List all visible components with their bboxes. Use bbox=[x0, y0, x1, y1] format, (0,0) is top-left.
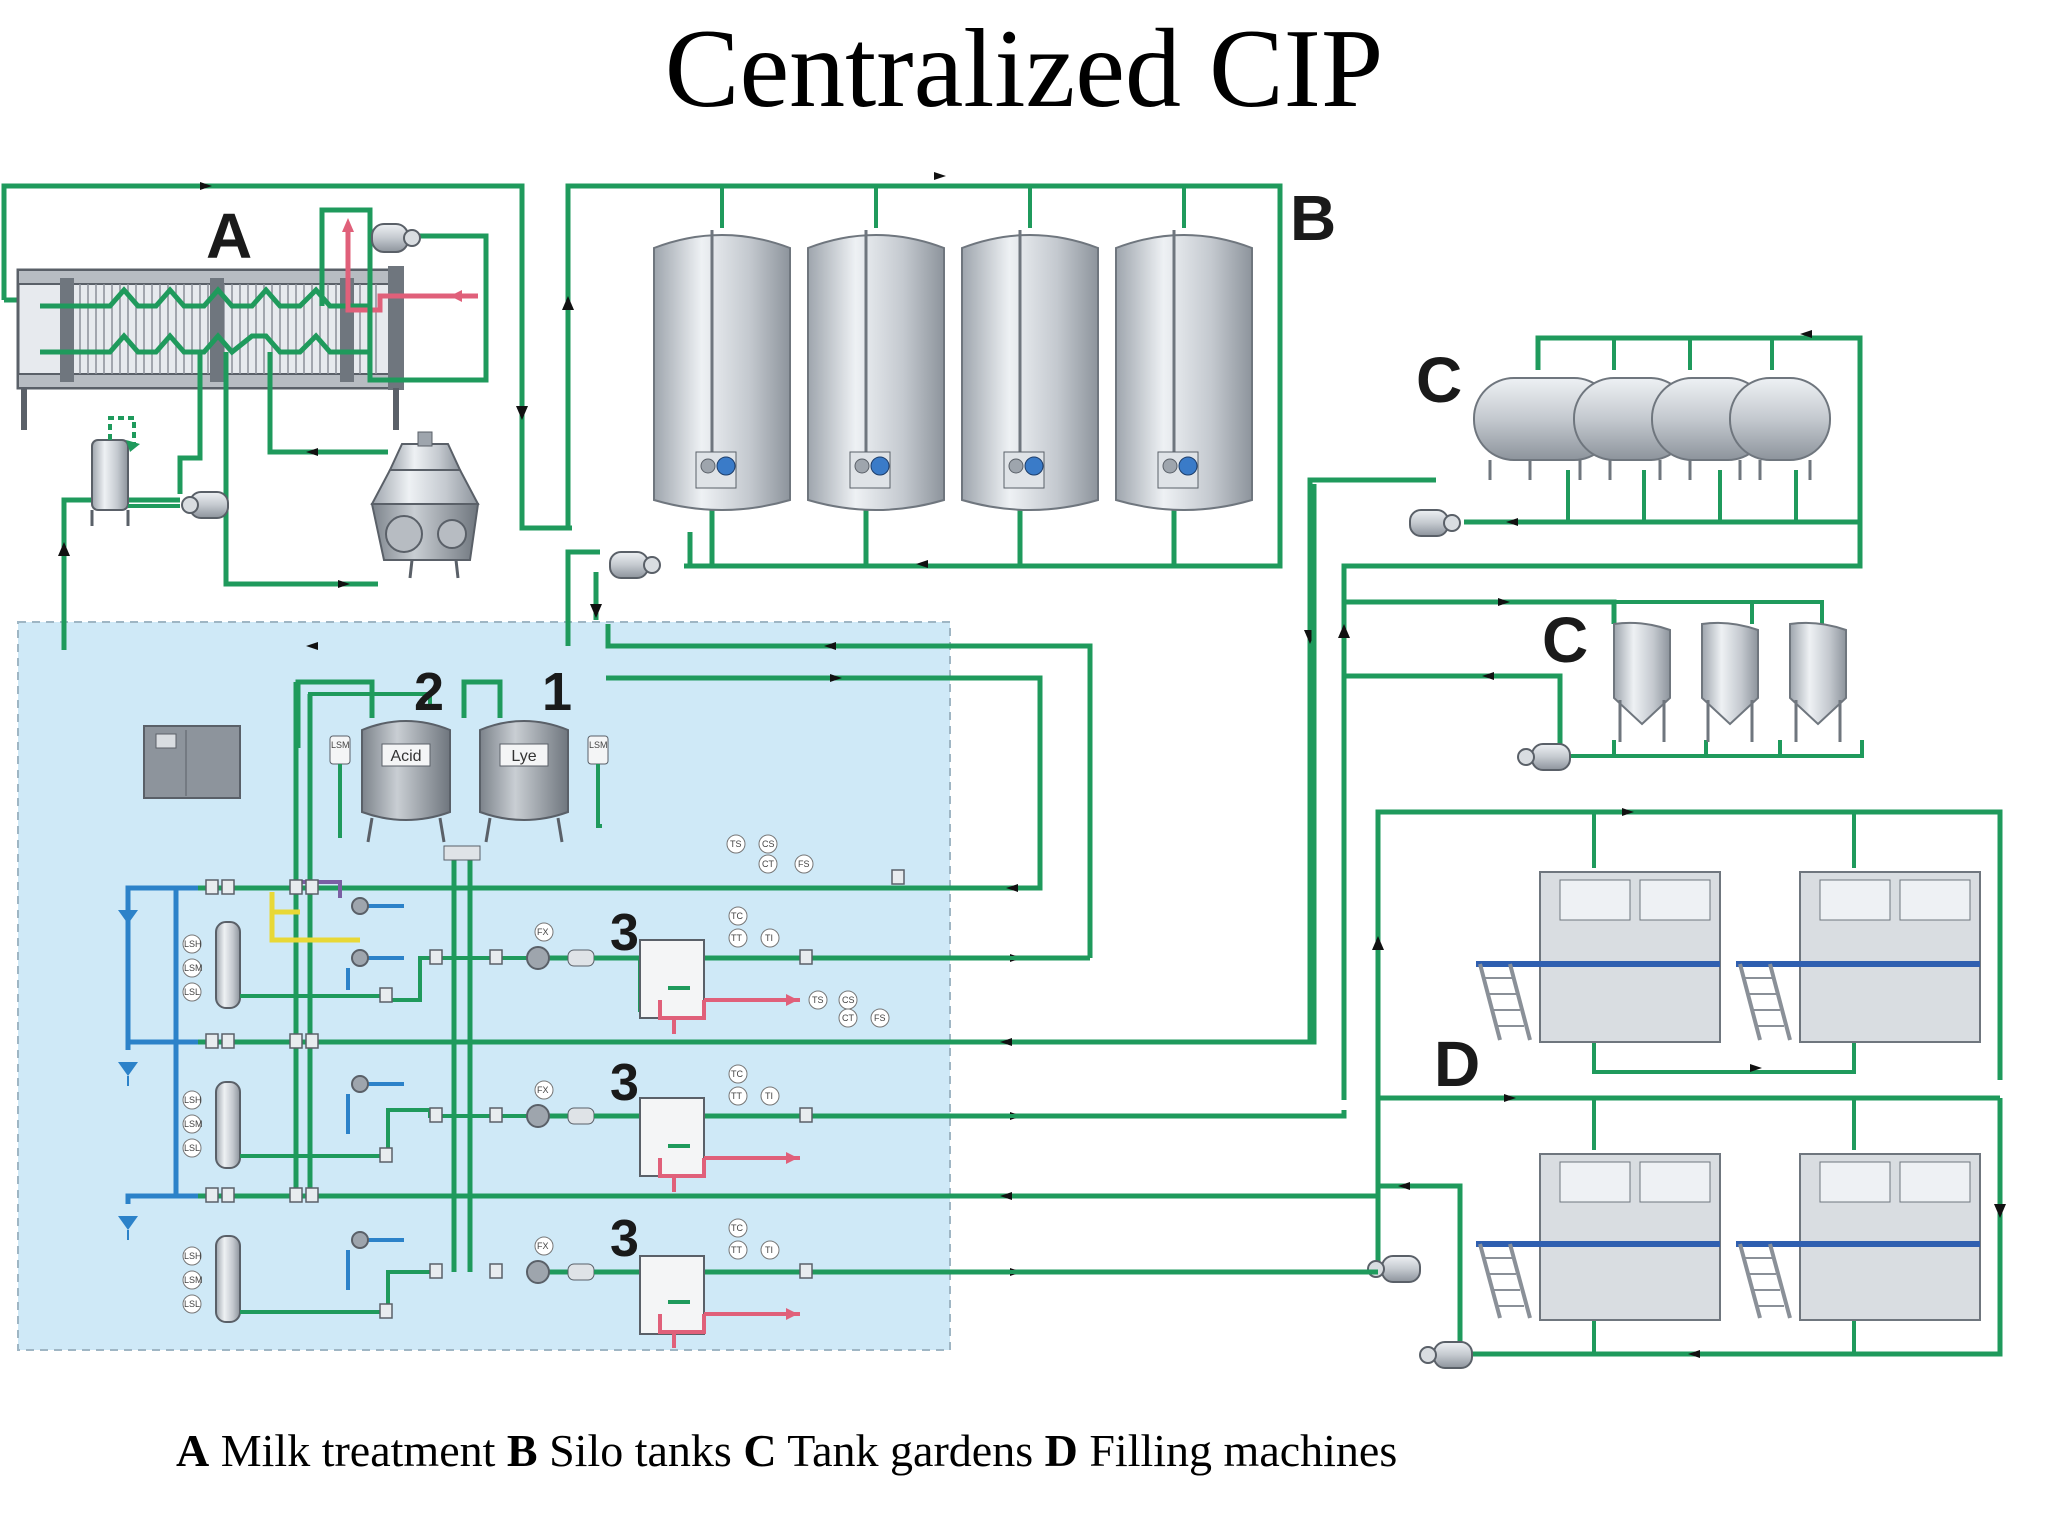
level-switch-label: LSM bbox=[589, 740, 608, 750]
lye-tank-label: Lye bbox=[511, 748, 536, 765]
inst-label: FS bbox=[874, 1013, 886, 1023]
balance-tank bbox=[90, 416, 140, 526]
inst-label: TT bbox=[731, 1091, 742, 1101]
line-number: 3 bbox=[610, 1210, 639, 1268]
pump-icon bbox=[1517, 743, 1571, 771]
inst-label: LSH bbox=[184, 1251, 202, 1261]
inst-label: TC bbox=[731, 1069, 743, 1079]
filling-machine bbox=[1476, 871, 1721, 1043]
inst-label: FX bbox=[537, 927, 549, 937]
inst-label: LSL bbox=[184, 1299, 200, 1309]
pump-icon bbox=[351, 949, 369, 967]
inst-label: TI bbox=[765, 1245, 773, 1255]
silo-tanks-section: B bbox=[562, 172, 1336, 646]
cip-line: 3 LSH LSM LSL FX TC TT TI TS CS CT FS bbox=[118, 834, 1090, 1196]
milk-treatment-section: A bbox=[1, 182, 572, 646]
section-label-b: B bbox=[1290, 182, 1336, 254]
pump-icon bbox=[609, 551, 661, 579]
inst-label: CS bbox=[842, 995, 855, 1005]
caption-text-d: Filling machines bbox=[1089, 1425, 1398, 1476]
caption-key-c: C bbox=[743, 1425, 777, 1476]
silo-tank bbox=[1115, 230, 1253, 511]
pump-icon bbox=[181, 491, 229, 519]
inst-label: FX bbox=[537, 1085, 549, 1095]
tank-number-1: 1 bbox=[542, 662, 572, 722]
caption-text-c: Tank gardens bbox=[787, 1425, 1034, 1476]
inst-label: TC bbox=[731, 1223, 743, 1233]
separator bbox=[370, 431, 480, 579]
silo-tank bbox=[807, 230, 945, 511]
inst-label: TT bbox=[731, 1245, 742, 1255]
caption: A Milk treatment B Silo tanks C Tank gar… bbox=[176, 1424, 1397, 1477]
pump-icon bbox=[1409, 509, 1461, 537]
pump-icon bbox=[1419, 1341, 1473, 1369]
section-label-c: C bbox=[1416, 344, 1462, 416]
inst-label: FX bbox=[537, 1241, 549, 1251]
vertical-tank bbox=[1613, 621, 1671, 742]
pump-icon bbox=[351, 1231, 369, 1249]
lye-tank: Lye bbox=[479, 720, 569, 843]
inst-label: LSM bbox=[184, 963, 203, 973]
section-label-a: A bbox=[206, 200, 252, 272]
pump-icon bbox=[1367, 1255, 1421, 1283]
caption-key-a: A bbox=[176, 1425, 210, 1476]
inst-label: LSL bbox=[184, 1143, 200, 1153]
inst-label: LSH bbox=[184, 939, 202, 949]
inst-label: LSM bbox=[184, 1275, 203, 1285]
cip-line: 3 LSH LSM LSL FX TC TT TI bbox=[118, 1193, 1378, 1348]
tank-garden-vertical: C bbox=[1338, 598, 1864, 771]
inst-label: TI bbox=[765, 933, 773, 943]
acid-tank: Acid bbox=[361, 720, 451, 843]
caption-key-b: B bbox=[506, 1425, 538, 1476]
inst-label: CS bbox=[762, 839, 775, 849]
page-title: Centralized CIP bbox=[664, 7, 1384, 131]
caption-text-b: Silo tanks bbox=[549, 1425, 732, 1476]
inst-label: FS bbox=[798, 859, 810, 869]
filling-machine bbox=[1476, 1153, 1721, 1321]
inst-label: TI bbox=[765, 1091, 773, 1101]
pump-icon bbox=[351, 897, 369, 915]
section-label-c: C bbox=[1542, 604, 1588, 676]
inst-label: CT bbox=[762, 859, 774, 869]
pump-icon bbox=[351, 1075, 369, 1093]
caption-key-d: D bbox=[1044, 1425, 1078, 1476]
silo-tank bbox=[961, 230, 1099, 511]
inst-label: LSL bbox=[184, 987, 200, 997]
cip-line: 3 LSH LSM LSL FX TC TT TI TS CS CT FS bbox=[118, 990, 1344, 1192]
acid-tank-label: Acid bbox=[390, 748, 421, 765]
inst-label: LSH bbox=[184, 1095, 202, 1105]
caption-text-a: Milk treatment bbox=[220, 1425, 496, 1476]
inst-label: LSM bbox=[184, 1119, 203, 1129]
inst-label: TS bbox=[730, 839, 742, 849]
cip-station: Acid Lye 2 1 LSM LSM bbox=[61, 484, 1378, 1348]
inst-label: TT bbox=[731, 933, 742, 943]
pump-icon bbox=[371, 223, 421, 253]
filling-machine bbox=[1736, 1153, 1981, 1321]
vertical-tank bbox=[1701, 621, 1759, 742]
tank-garden-horizontal: C bbox=[1304, 330, 1863, 1100]
section-label-d: D bbox=[1434, 1028, 1480, 1100]
horizontal-tank bbox=[1729, 377, 1831, 480]
level-switch-label: LSM bbox=[331, 740, 350, 750]
filling-machines-section: D bbox=[1367, 808, 2006, 1369]
inst-label: CT bbox=[842, 1013, 854, 1023]
line-number: 3 bbox=[610, 904, 639, 962]
plate-heat-exchanger bbox=[16, 218, 478, 430]
filling-machine bbox=[1736, 871, 1981, 1043]
silo-tank bbox=[653, 230, 791, 511]
inst-label: TS bbox=[812, 995, 824, 1005]
vertical-tank bbox=[1789, 621, 1847, 742]
line-number: 3 bbox=[610, 1054, 639, 1112]
tank-number-2: 2 bbox=[414, 662, 444, 722]
inst-label: TC bbox=[731, 911, 743, 921]
